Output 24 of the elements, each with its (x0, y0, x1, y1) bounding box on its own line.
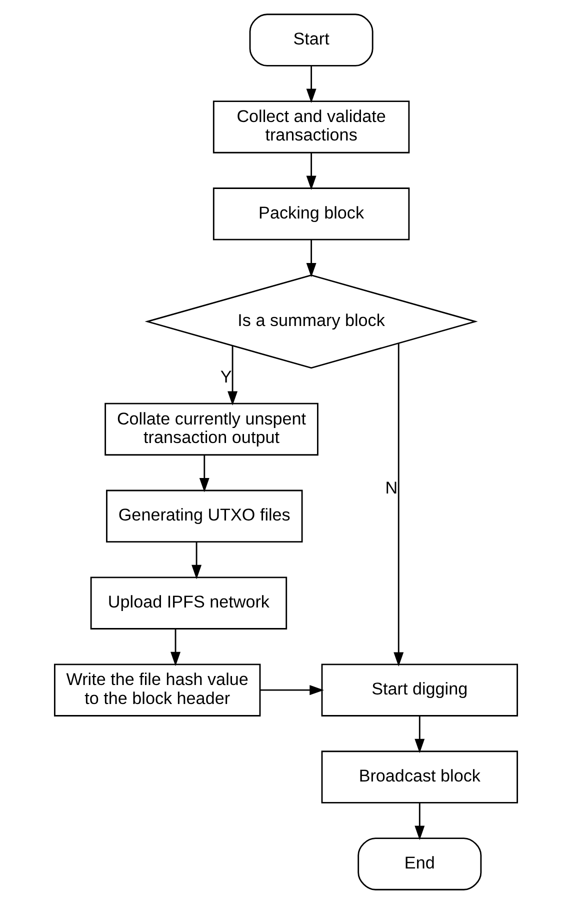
arrow (199, 455, 210, 492)
node-box: Collate currently unspent transaction output (104, 402, 318, 456)
arrow (260, 685, 324, 696)
edge-label: Y (220, 368, 232, 387)
node-diamond: Is a summary block (144, 274, 478, 369)
arrow (306, 153, 316, 190)
arrow (192, 542, 202, 580)
arrow (414, 716, 425, 754)
arrow (414, 803, 425, 840)
arrow (306, 66, 316, 104)
node-box: Start digging (321, 664, 518, 716)
arrow (228, 346, 238, 406)
arrow (394, 344, 404, 667)
arrow (306, 240, 316, 278)
node-box: End (358, 838, 482, 890)
edge-label: N (385, 478, 398, 498)
node-box: Broadcast block (321, 750, 518, 804)
arrow (170, 629, 181, 666)
node-box: Upload IPFS network (90, 576, 288, 630)
node-box: Collect and validate transactions (212, 100, 410, 154)
node-box: Start (249, 14, 374, 66)
node-box: Write the file hash value to the block header (54, 664, 261, 716)
node-box: Packing block (212, 188, 410, 240)
node-box: Generating UTXO files (106, 490, 303, 543)
